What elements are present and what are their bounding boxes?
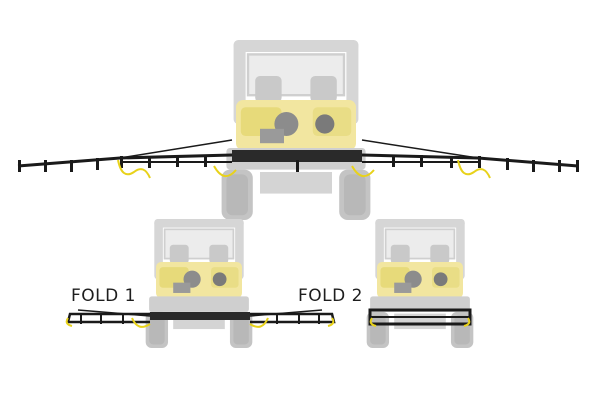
fold-1-label: FOLD 1 — [71, 286, 136, 306]
utv-vehicle — [365, 218, 475, 349]
boom-left-folded — [66, 312, 150, 324]
fold-2-label: FOLD 2 — [298, 286, 363, 306]
hose-right — [351, 159, 491, 179]
spray-nozzles — [18, 155, 579, 172]
hoses — [369, 317, 471, 327]
boom-fold-1-view — [65, 218, 336, 349]
boom-mount — [232, 150, 362, 162]
hoses — [65, 317, 335, 328]
utv-vehicle — [220, 38, 372, 222]
boom-extended-view — [17, 38, 579, 222]
utv-vehicle — [144, 218, 254, 349]
boom-fold-2-view — [365, 218, 475, 349]
hose-left — [117, 159, 237, 179]
